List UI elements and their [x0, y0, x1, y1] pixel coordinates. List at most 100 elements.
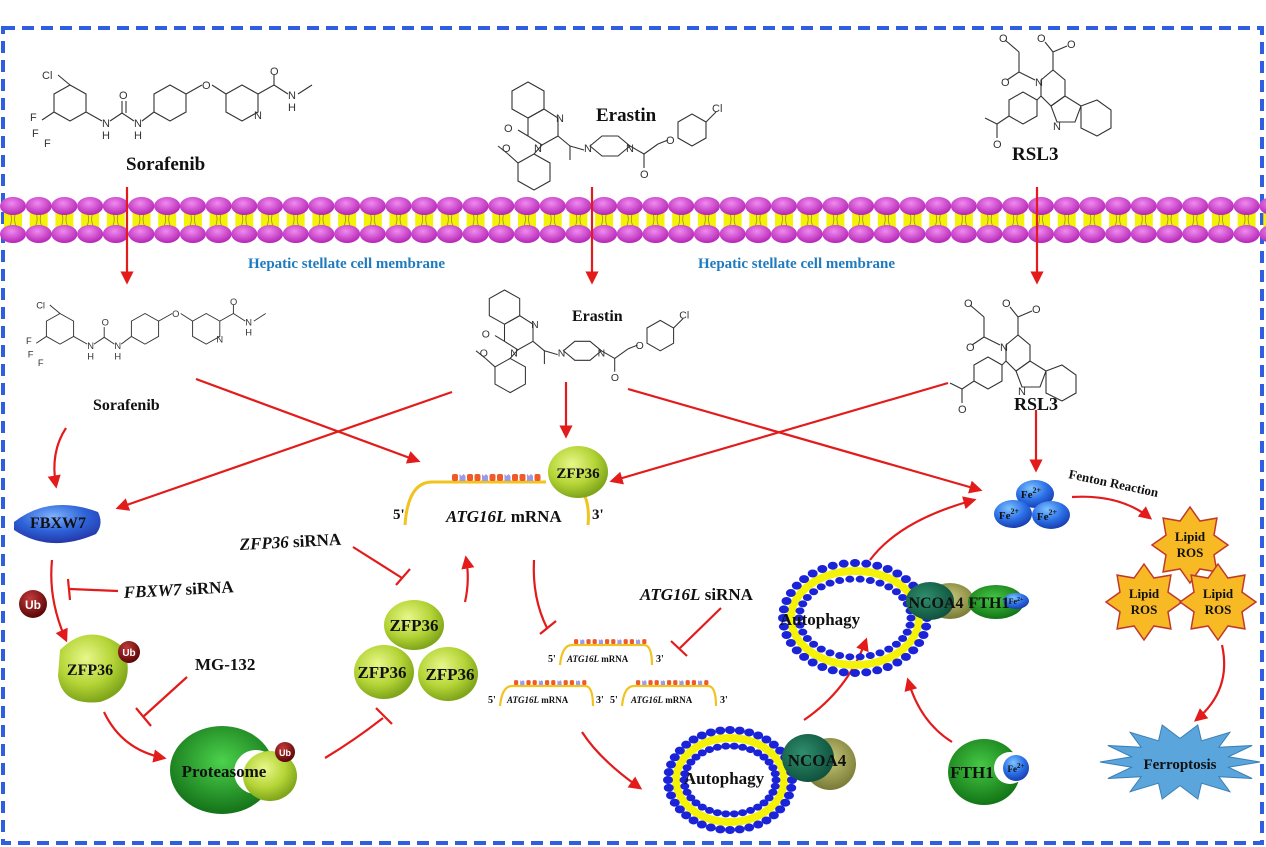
lipid-tail	[595, 210, 614, 228]
iron-top-label: Fe2+	[1021, 486, 1042, 501]
copy2-3prime: 3'	[596, 695, 604, 706]
rsl3-label-top: RSL3	[1012, 144, 1058, 165]
lipid-bead	[691, 799, 701, 807]
lipid-bead	[712, 743, 722, 751]
svg-text:N: N	[534, 143, 542, 155]
lipid-tail	[672, 210, 691, 228]
ferroptosis-label: Ferroptosis	[1143, 757, 1216, 773]
ncoa4-bottom	[782, 734, 856, 790]
lipid-bead	[746, 746, 756, 754]
zfp36-cluster-to-mrna-arrow	[461, 555, 475, 603]
atg16l-sirna-inhibit-bar	[670, 640, 688, 657]
fbxw7-sirna-inhibit-bar	[66, 578, 72, 601]
lipid-bead	[753, 803, 763, 811]
lipid-bead	[744, 728, 755, 737]
lipid-bead	[721, 742, 731, 750]
zfp36-cluster	[354, 600, 478, 701]
lipid-tail	[132, 210, 151, 228]
lipid-bead	[768, 740, 779, 749]
lipid-bead	[795, 621, 805, 629]
copy3-label: ATG16L mRNA	[630, 695, 693, 705]
copy3-gene: ATG16L	[630, 695, 664, 705]
lipid-tail	[543, 210, 562, 228]
lipid-head-inner	[51, 225, 78, 243]
lipid-ros-star	[1150, 505, 1230, 585]
lipid-head-inner	[950, 225, 977, 243]
lipid-bead	[807, 658, 818, 667]
svg-text:N: N	[584, 143, 592, 155]
lipid-bead	[771, 776, 781, 784]
nucleotide-bead	[576, 680, 581, 685]
lipid-head-inner	[848, 225, 875, 243]
lipid-bead	[753, 749, 763, 757]
lipid-bead	[861, 559, 872, 568]
lipid-head-outer	[1028, 197, 1054, 215]
lipid-head-inner	[745, 225, 772, 243]
svg-text:O: O	[1002, 298, 1011, 310]
lipid-head-inner	[205, 225, 232, 243]
lipid-head-inner	[436, 225, 463, 243]
sorafenib-to-mrna-arrow	[195, 377, 421, 464]
lipid-head-inner	[1207, 225, 1234, 243]
lipid-bead	[696, 731, 707, 740]
lipid-head-outer	[282, 197, 309, 215]
lipid-tail	[877, 210, 896, 228]
zfp36-cluster-label-left: ZFP36	[357, 663, 406, 682]
copy2-suffix: mRNA	[539, 695, 569, 705]
lipid-bead	[697, 749, 707, 757]
nucleotide-bead	[636, 639, 641, 644]
lipid-head-outer	[899, 197, 926, 215]
autophagy-label-top: Autophagy	[780, 610, 861, 629]
lipid-bead	[906, 614, 916, 622]
ubiquitin-free-label: Ub	[25, 598, 41, 612]
ubiquitin-tag	[118, 641, 140, 663]
lipid-bead	[775, 746, 786, 755]
iron-ion-top	[1016, 480, 1054, 508]
iron-ion-left	[994, 500, 1032, 528]
lipid-tail	[209, 210, 228, 228]
sorafenib-label-inside: Sorafenib	[93, 397, 160, 414]
lipid-head-inner	[1105, 225, 1132, 243]
lipid-head-outer	[462, 197, 489, 215]
lipid-bead	[908, 646, 919, 655]
copy1-label: ATG16L mRNA	[566, 654, 629, 664]
atg16l-sirna-inhibit-line	[679, 607, 722, 649]
lipid-bead	[900, 575, 911, 584]
ubiquitin-free	[19, 590, 47, 618]
svg-text:O: O	[482, 330, 490, 341]
lipid-head-inner	[102, 225, 129, 243]
lipid-bead	[682, 764, 692, 772]
zfp36-sirna-gene: ZFP36	[238, 532, 290, 554]
lipid-bead	[900, 652, 911, 661]
mrna-5prime-label: 5'	[393, 507, 405, 523]
lipid-bead	[778, 614, 788, 622]
lipid-bead	[696, 820, 707, 829]
lipid-bead	[725, 726, 735, 734]
lipid-bead	[674, 805, 685, 814]
lipid-head-inner	[1053, 225, 1080, 243]
lipid-bead	[663, 783, 674, 792]
svg-text:O: O	[172, 309, 179, 319]
nucleotide-bead	[504, 474, 511, 481]
lipid-tail	[1237, 210, 1256, 228]
lipid-bead	[898, 593, 908, 601]
fbxw7-sirna-label: FBXW7 siRNA	[122, 577, 235, 602]
lipid-head-outer	[1130, 197, 1157, 215]
iron-cluster	[994, 480, 1070, 529]
lipid-bead	[809, 640, 819, 648]
mg132-inhibit-line	[143, 676, 188, 717]
lipid-head-outer	[1233, 197, 1260, 215]
ferroptosis-burst	[1099, 724, 1261, 800]
lipid-bead	[914, 638, 925, 647]
cell-membrane	[0, 197, 1266, 243]
nucleotide-bead	[532, 680, 537, 685]
lipid-tail	[158, 210, 177, 228]
nucleotide-bead	[582, 680, 587, 685]
nucleotide-bead	[551, 680, 556, 685]
iron-ion-right	[1032, 501, 1070, 529]
nucleotide-bead	[698, 680, 703, 685]
nucleotide-bead	[679, 680, 684, 685]
lipid-head-outer	[668, 197, 695, 215]
lipid-head-inner	[616, 225, 643, 243]
lipid-head-inner	[0, 225, 26, 243]
